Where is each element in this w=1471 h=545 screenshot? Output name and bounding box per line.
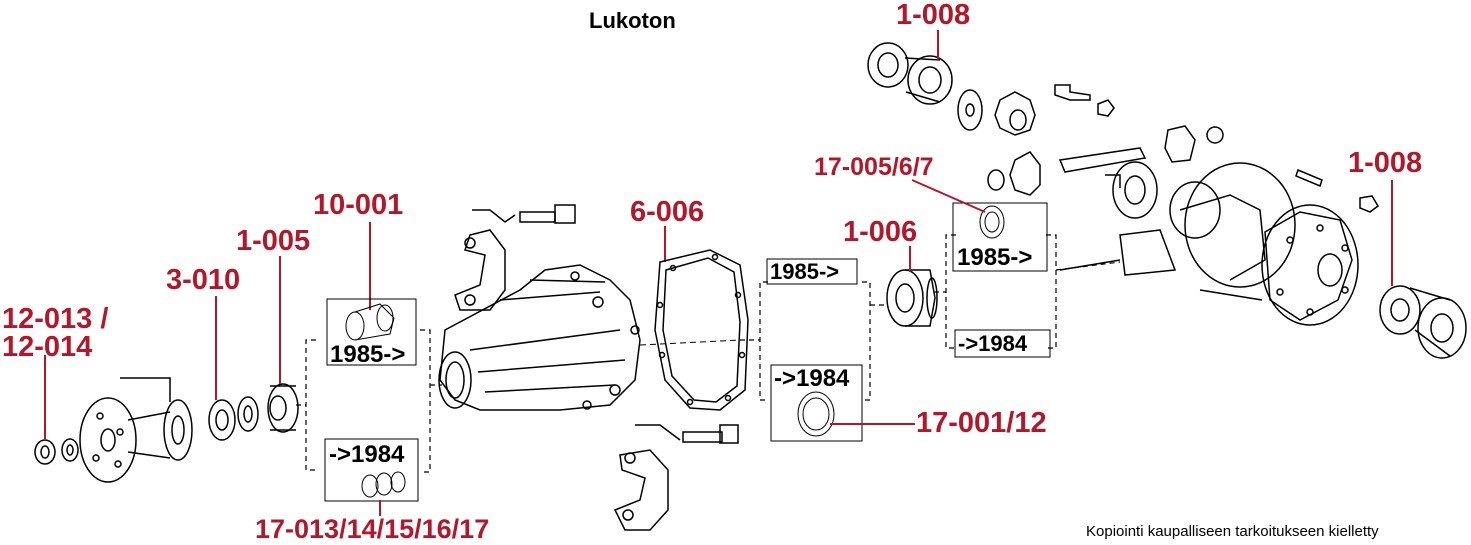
label-1-008-right: 1-008 bbox=[1348, 147, 1423, 179]
centerline bbox=[639, 339, 741, 346]
label-17-005: 17-005/6/7 bbox=[814, 153, 934, 181]
year-box2-until: ->1984 bbox=[774, 365, 850, 392]
option-bracket-2 bbox=[740, 281, 888, 401]
label-17-013: 17-013/14/15/16/17 bbox=[255, 514, 490, 544]
box-2 bbox=[766, 258, 863, 442]
year-box3-until: ->1984 bbox=[958, 331, 1028, 356]
pinion-bearing-1-005 bbox=[267, 383, 299, 433]
leader-lines-left bbox=[44, 222, 666, 440]
bearing-cap-lower bbox=[613, 424, 739, 531]
diagram-title: Lukoton bbox=[589, 8, 676, 33]
label-1-008-top: 1-008 bbox=[896, 0, 971, 31]
diff-small-gear-right bbox=[1164, 125, 1379, 213]
box-oil-seal-set-1 bbox=[324, 438, 419, 502]
leader-lines-right bbox=[379, 30, 1393, 516]
label-6-006: 6-006 bbox=[630, 196, 705, 228]
diff-case bbox=[1059, 162, 1296, 288]
bearing-cap-upper bbox=[454, 204, 576, 311]
ring-gear-bolt bbox=[1054, 84, 1115, 117]
flange-nut bbox=[34, 439, 56, 465]
carrier-housing bbox=[438, 264, 641, 411]
box-spacer bbox=[326, 298, 417, 366]
label-1-006: 1-006 bbox=[843, 216, 918, 248]
label-3-010: 3-010 bbox=[166, 264, 241, 296]
side-bearing-top bbox=[867, 42, 953, 105]
carrier-gasket bbox=[654, 249, 749, 411]
label-10-001: 10-001 bbox=[313, 189, 404, 221]
copyright-note: Kopiointi kaupalliseen tarkoitukseen kie… bbox=[1086, 523, 1379, 540]
pinion-bearing-1-006 bbox=[886, 269, 938, 327]
flange-washer bbox=[61, 438, 79, 462]
label-1-005: 1-005 bbox=[236, 225, 311, 257]
pinion-shaft bbox=[1058, 147, 1147, 188]
label-12-013: 12-013 / bbox=[2, 303, 109, 335]
diff-case-flange bbox=[1199, 204, 1359, 326]
option-bracket-1 bbox=[296, 329, 442, 473]
year-box2-from: 1985-> bbox=[770, 259, 840, 284]
label-12-014: 12-014 bbox=[2, 331, 93, 363]
diff-side-gear-washer bbox=[957, 89, 983, 131]
year-box1-from: 1985-> bbox=[330, 341, 406, 368]
year-box1-until: ->1984 bbox=[329, 441, 405, 468]
year-box3-from: 1985-> bbox=[957, 244, 1033, 271]
box-3 bbox=[952, 202, 1051, 358]
label-17-001: 17-001/12 bbox=[916, 407, 1047, 439]
ring-gear bbox=[1112, 161, 1158, 219]
side-bearing-right bbox=[1379, 285, 1467, 359]
diff-pinion-gear bbox=[987, 151, 1041, 196]
companion-flange bbox=[79, 377, 193, 483]
diff-side-gear bbox=[994, 91, 1036, 136]
pinion-bearing-3-010 bbox=[208, 396, 259, 441]
